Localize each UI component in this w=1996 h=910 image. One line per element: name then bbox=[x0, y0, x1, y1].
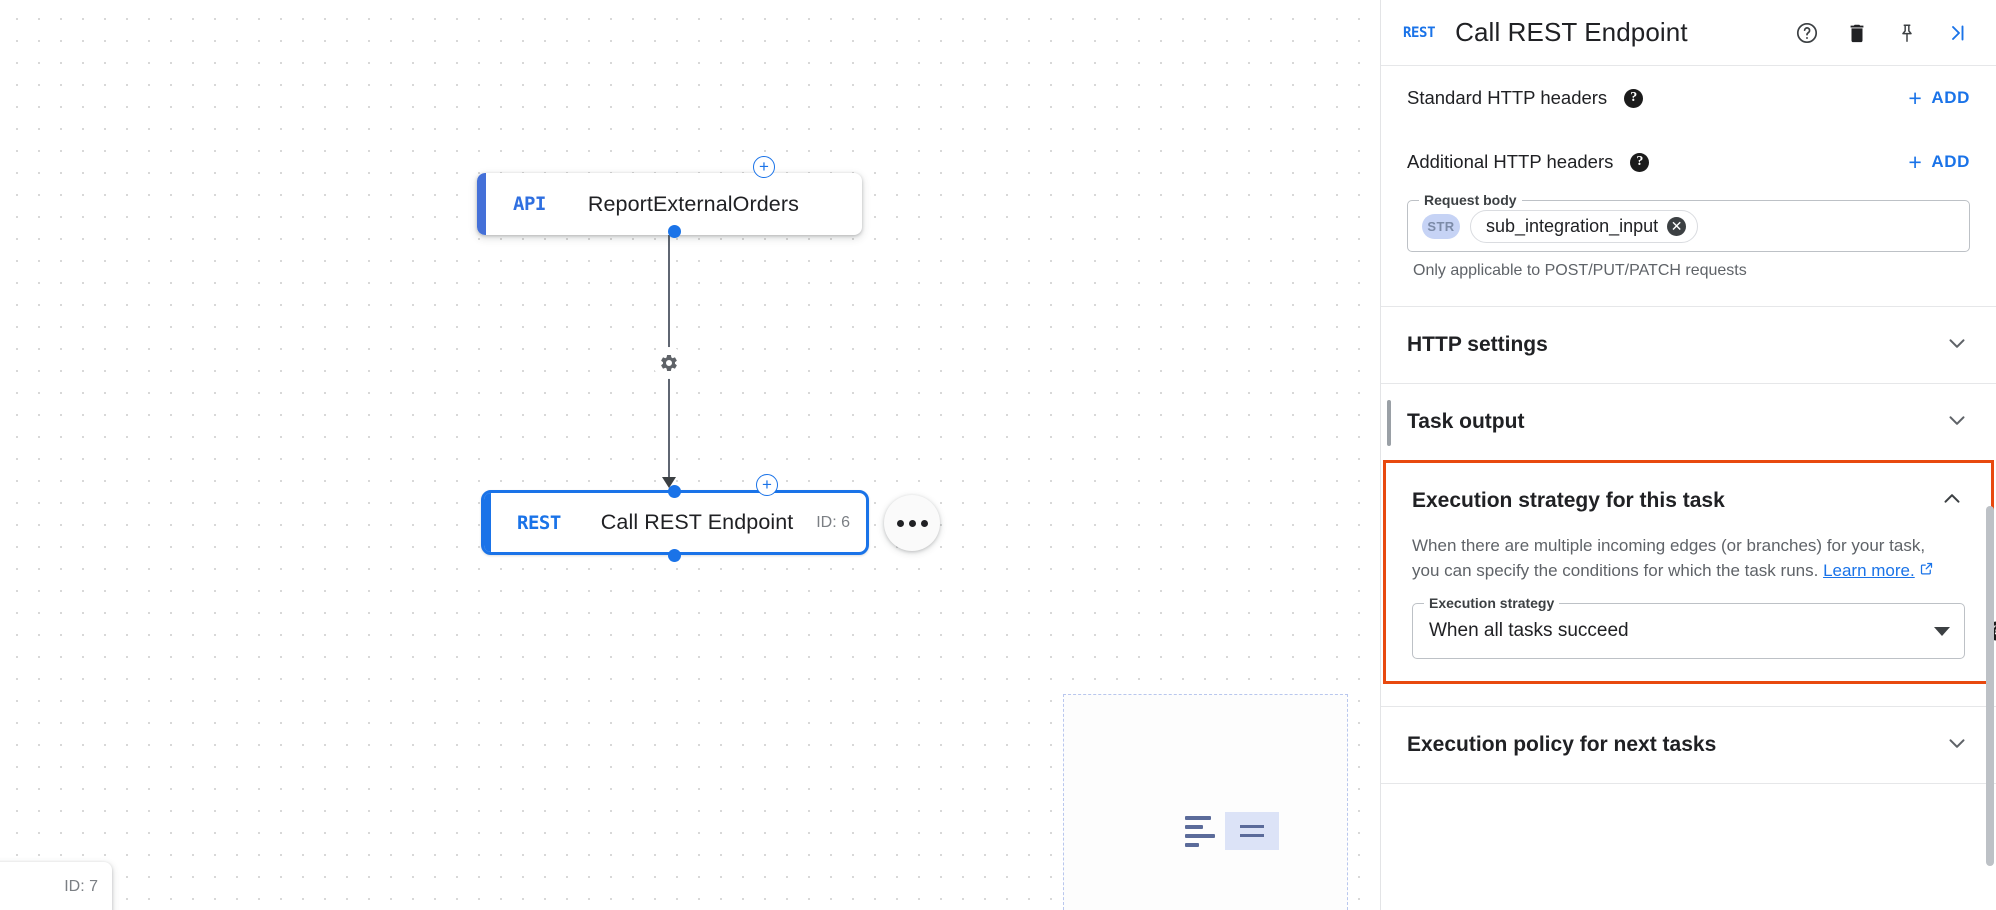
node-id-badge: ID: 6 bbox=[816, 513, 850, 531]
add-node-button-top[interactable]: + bbox=[753, 156, 775, 178]
node-partial[interactable]: ID: 7 bbox=[0, 862, 112, 910]
node-type-badge: API bbox=[513, 193, 546, 215]
clear-icon[interactable]: ✕ bbox=[1667, 216, 1687, 236]
node-accent-bar bbox=[484, 493, 491, 552]
placeholder-chip-icon bbox=[1225, 812, 1279, 850]
node-report-external-orders[interactable]: API ReportExternalOrders bbox=[477, 173, 862, 235]
panel-type-badge: REST bbox=[1403, 24, 1436, 41]
add-additional-header-label: ADD bbox=[1931, 152, 1970, 171]
collapse-panel-icon[interactable] bbox=[1940, 16, 1974, 50]
node-output-port[interactable] bbox=[668, 225, 681, 238]
node-call-rest-endpoint[interactable]: REST Call REST Endpoint ID: 6 bbox=[481, 490, 869, 555]
execution-strategy-select[interactable]: Execution strategy When all tasks succee… bbox=[1412, 595, 1996, 659]
node-label: Call REST Endpoint bbox=[600, 510, 794, 534]
standard-http-headers-label: Standard HTTP headers bbox=[1407, 87, 1608, 108]
execution-strategy-value: When all tasks succeed bbox=[1429, 620, 1629, 641]
edge-arrow-icon bbox=[662, 477, 676, 488]
chevron-up-icon bbox=[1939, 486, 1965, 517]
panel-body[interactable]: Standard HTTP headers ? + ADD Additional… bbox=[1381, 66, 1996, 910]
section-execution-strategy-title: Execution strategy for this task bbox=[1412, 489, 1725, 512]
section-task-output[interactable]: Task output bbox=[1381, 384, 1996, 460]
section-execution-strategy[interactable]: Execution strategy for this task bbox=[1386, 463, 1991, 539]
request-body-field[interactable]: Request body STR sub_integration_input ✕ bbox=[1407, 192, 1970, 252]
node-output-port[interactable] bbox=[668, 549, 681, 562]
request-body-legend: Request body bbox=[1419, 192, 1522, 208]
chevron-down-icon bbox=[1944, 407, 1970, 438]
node-type-badge: REST bbox=[517, 511, 561, 534]
additional-http-headers-label: Additional HTTP headers bbox=[1407, 151, 1614, 172]
placeholder-bars-icon bbox=[1185, 815, 1215, 847]
section-task-output-title: Task output bbox=[1407, 410, 1525, 433]
divider bbox=[1381, 383, 1996, 384]
panel-scrollbar-thumb[interactable] bbox=[1387, 400, 1391, 446]
help-filled-icon[interactable]: ? bbox=[1624, 88, 1644, 108]
external-link-icon[interactable] bbox=[1919, 561, 1934, 580]
standard-http-headers-row: Standard HTTP headers ? + ADD bbox=[1381, 66, 1996, 130]
node-input-port[interactable] bbox=[668, 485, 681, 498]
chevron-down-icon bbox=[1944, 330, 1970, 361]
pin-icon[interactable] bbox=[1890, 16, 1924, 50]
page-title: Call REST Endpoint bbox=[1455, 17, 1688, 47]
request-body-chip[interactable]: sub_integration_input ✕ bbox=[1470, 209, 1699, 243]
more-options-icon[interactable] bbox=[884, 495, 940, 551]
type-pill-str: STR bbox=[1422, 213, 1460, 239]
section-http-settings-title: HTTP settings bbox=[1407, 333, 1548, 356]
execution-strategy-legend: Execution strategy bbox=[1424, 595, 1560, 611]
help-filled-icon[interactable]: ? bbox=[1630, 152, 1650, 172]
gear-icon[interactable] bbox=[653, 347, 685, 379]
caret-down-icon[interactable] bbox=[1934, 626, 1950, 636]
execution-strategy-description-line2: you can specify the conditions for which… bbox=[1412, 561, 1819, 580]
plus-icon: + bbox=[1908, 84, 1923, 111]
add-node-button-bottom[interactable]: + bbox=[756, 474, 778, 496]
node-label: ReportExternalOrders bbox=[587, 191, 799, 216]
panel-scrollbar[interactable] bbox=[1986, 506, 1994, 866]
help-circle-icon[interactable] bbox=[1790, 16, 1824, 50]
node-id-badge: ID: 7 bbox=[64, 878, 98, 895]
request-body-hint: Only applicable to POST/PUT/PATCH reques… bbox=[1413, 262, 1747, 279]
plus-icon: + bbox=[1908, 148, 1923, 175]
divider bbox=[1381, 706, 1996, 707]
section-execution-policy-title: Execution policy for next tasks bbox=[1407, 733, 1717, 756]
learn-more-link[interactable]: Learn more. bbox=[1823, 561, 1915, 580]
execution-strategy-description-line1: When there are multiple incoming edges (… bbox=[1412, 536, 1926, 555]
empty-state-panel bbox=[1063, 694, 1348, 910]
node-accent-bar bbox=[477, 173, 486, 235]
add-additional-header-button[interactable]: + ADD bbox=[1908, 148, 1970, 175]
section-execution-policy[interactable]: Execution policy for next tasks bbox=[1381, 707, 1996, 783]
trash-icon[interactable] bbox=[1840, 16, 1874, 50]
execution-strategy-highlight: Execution strategy for this task When th… bbox=[1383, 460, 1996, 684]
list-placeholder-icon bbox=[1185, 812, 1279, 850]
chevron-down-icon bbox=[1944, 730, 1970, 761]
divider bbox=[1381, 306, 1996, 307]
task-config-panel: REST Call REST Endpoint bbox=[1380, 0, 1996, 910]
execution-strategy-description: When there are multiple incoming edges (… bbox=[1386, 533, 1991, 583]
panel-header: REST Call REST Endpoint bbox=[1381, 0, 1996, 66]
add-standard-header-button[interactable]: + ADD bbox=[1908, 84, 1970, 111]
section-http-settings[interactable]: HTTP settings bbox=[1381, 307, 1996, 383]
additional-http-headers-row: Additional HTTP headers ? + ADD bbox=[1381, 130, 1996, 194]
request-body-chip-label: sub_integration_input bbox=[1486, 215, 1659, 236]
divider bbox=[1381, 783, 1996, 784]
workflow-canvas[interactable]: API ReportExternalOrders + REST Call RES… bbox=[0, 0, 1380, 910]
add-standard-header-label: ADD bbox=[1931, 88, 1970, 107]
